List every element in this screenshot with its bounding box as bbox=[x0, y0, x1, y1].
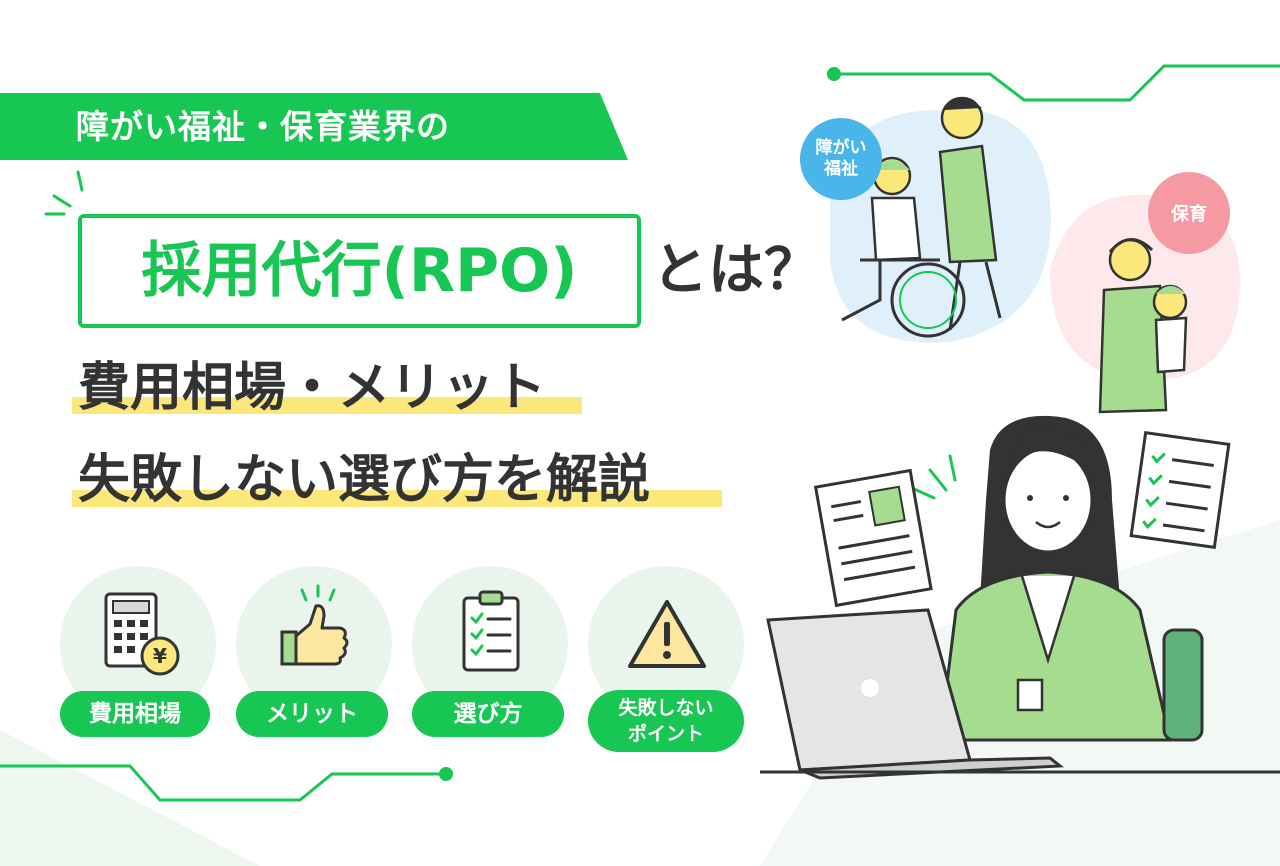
topic-label-pitfalls: 失敗しない ポイント bbox=[588, 690, 744, 752]
svg-text:¥: ¥ bbox=[153, 644, 167, 668]
recruiter-illustration bbox=[760, 415, 1280, 780]
highlight-bar-2 bbox=[72, 490, 722, 507]
category-badge-childcare: 保育 bbox=[1148, 172, 1230, 254]
resume-document-icon bbox=[813, 468, 933, 608]
care-illustration bbox=[830, 96, 1240, 414]
checklist-clipboard-icon bbox=[462, 590, 520, 672]
sparkle-marks bbox=[44, 170, 957, 500]
subtitle-line-1: 費用相場・メリット bbox=[78, 358, 547, 418]
category-welfare-line1: 障がい bbox=[815, 138, 867, 158]
highlight-bar-1 bbox=[72, 397, 582, 414]
topic-label-pitfalls-line1: 失敗しない bbox=[618, 697, 714, 719]
page-title: 採用代行(RPO) bbox=[141, 236, 578, 306]
topic-label-choose: 選び方 bbox=[412, 691, 564, 737]
category-childcare-label: 保育 bbox=[1171, 204, 1207, 225]
subtitle-line-2: 失敗しない選び方を解説 bbox=[78, 450, 651, 510]
title-frame bbox=[78, 214, 641, 328]
circuit-line-bottom bbox=[0, 764, 446, 802]
topic-label-cost: 費用相場 bbox=[60, 691, 210, 737]
category-welfare-line2: 福祉 bbox=[824, 159, 858, 179]
topic-label-merits: メリット bbox=[236, 691, 388, 737]
banner-text: 障がい福祉・保育業界の bbox=[76, 107, 450, 146]
category-badge-welfare: 障がい 福祉 bbox=[800, 118, 882, 200]
thumbs-up-icon bbox=[280, 584, 349, 666]
top-banner bbox=[0, 93, 628, 160]
calculator-yen-icon: ¥ bbox=[104, 592, 180, 676]
page-title-suffix: とは？ bbox=[652, 238, 820, 303]
circuit-line-top bbox=[834, 64, 1280, 102]
warning-icon bbox=[628, 600, 706, 668]
checklist-document-icon bbox=[1129, 430, 1231, 550]
topic-label-pitfalls-line2: ポイント bbox=[627, 723, 704, 745]
